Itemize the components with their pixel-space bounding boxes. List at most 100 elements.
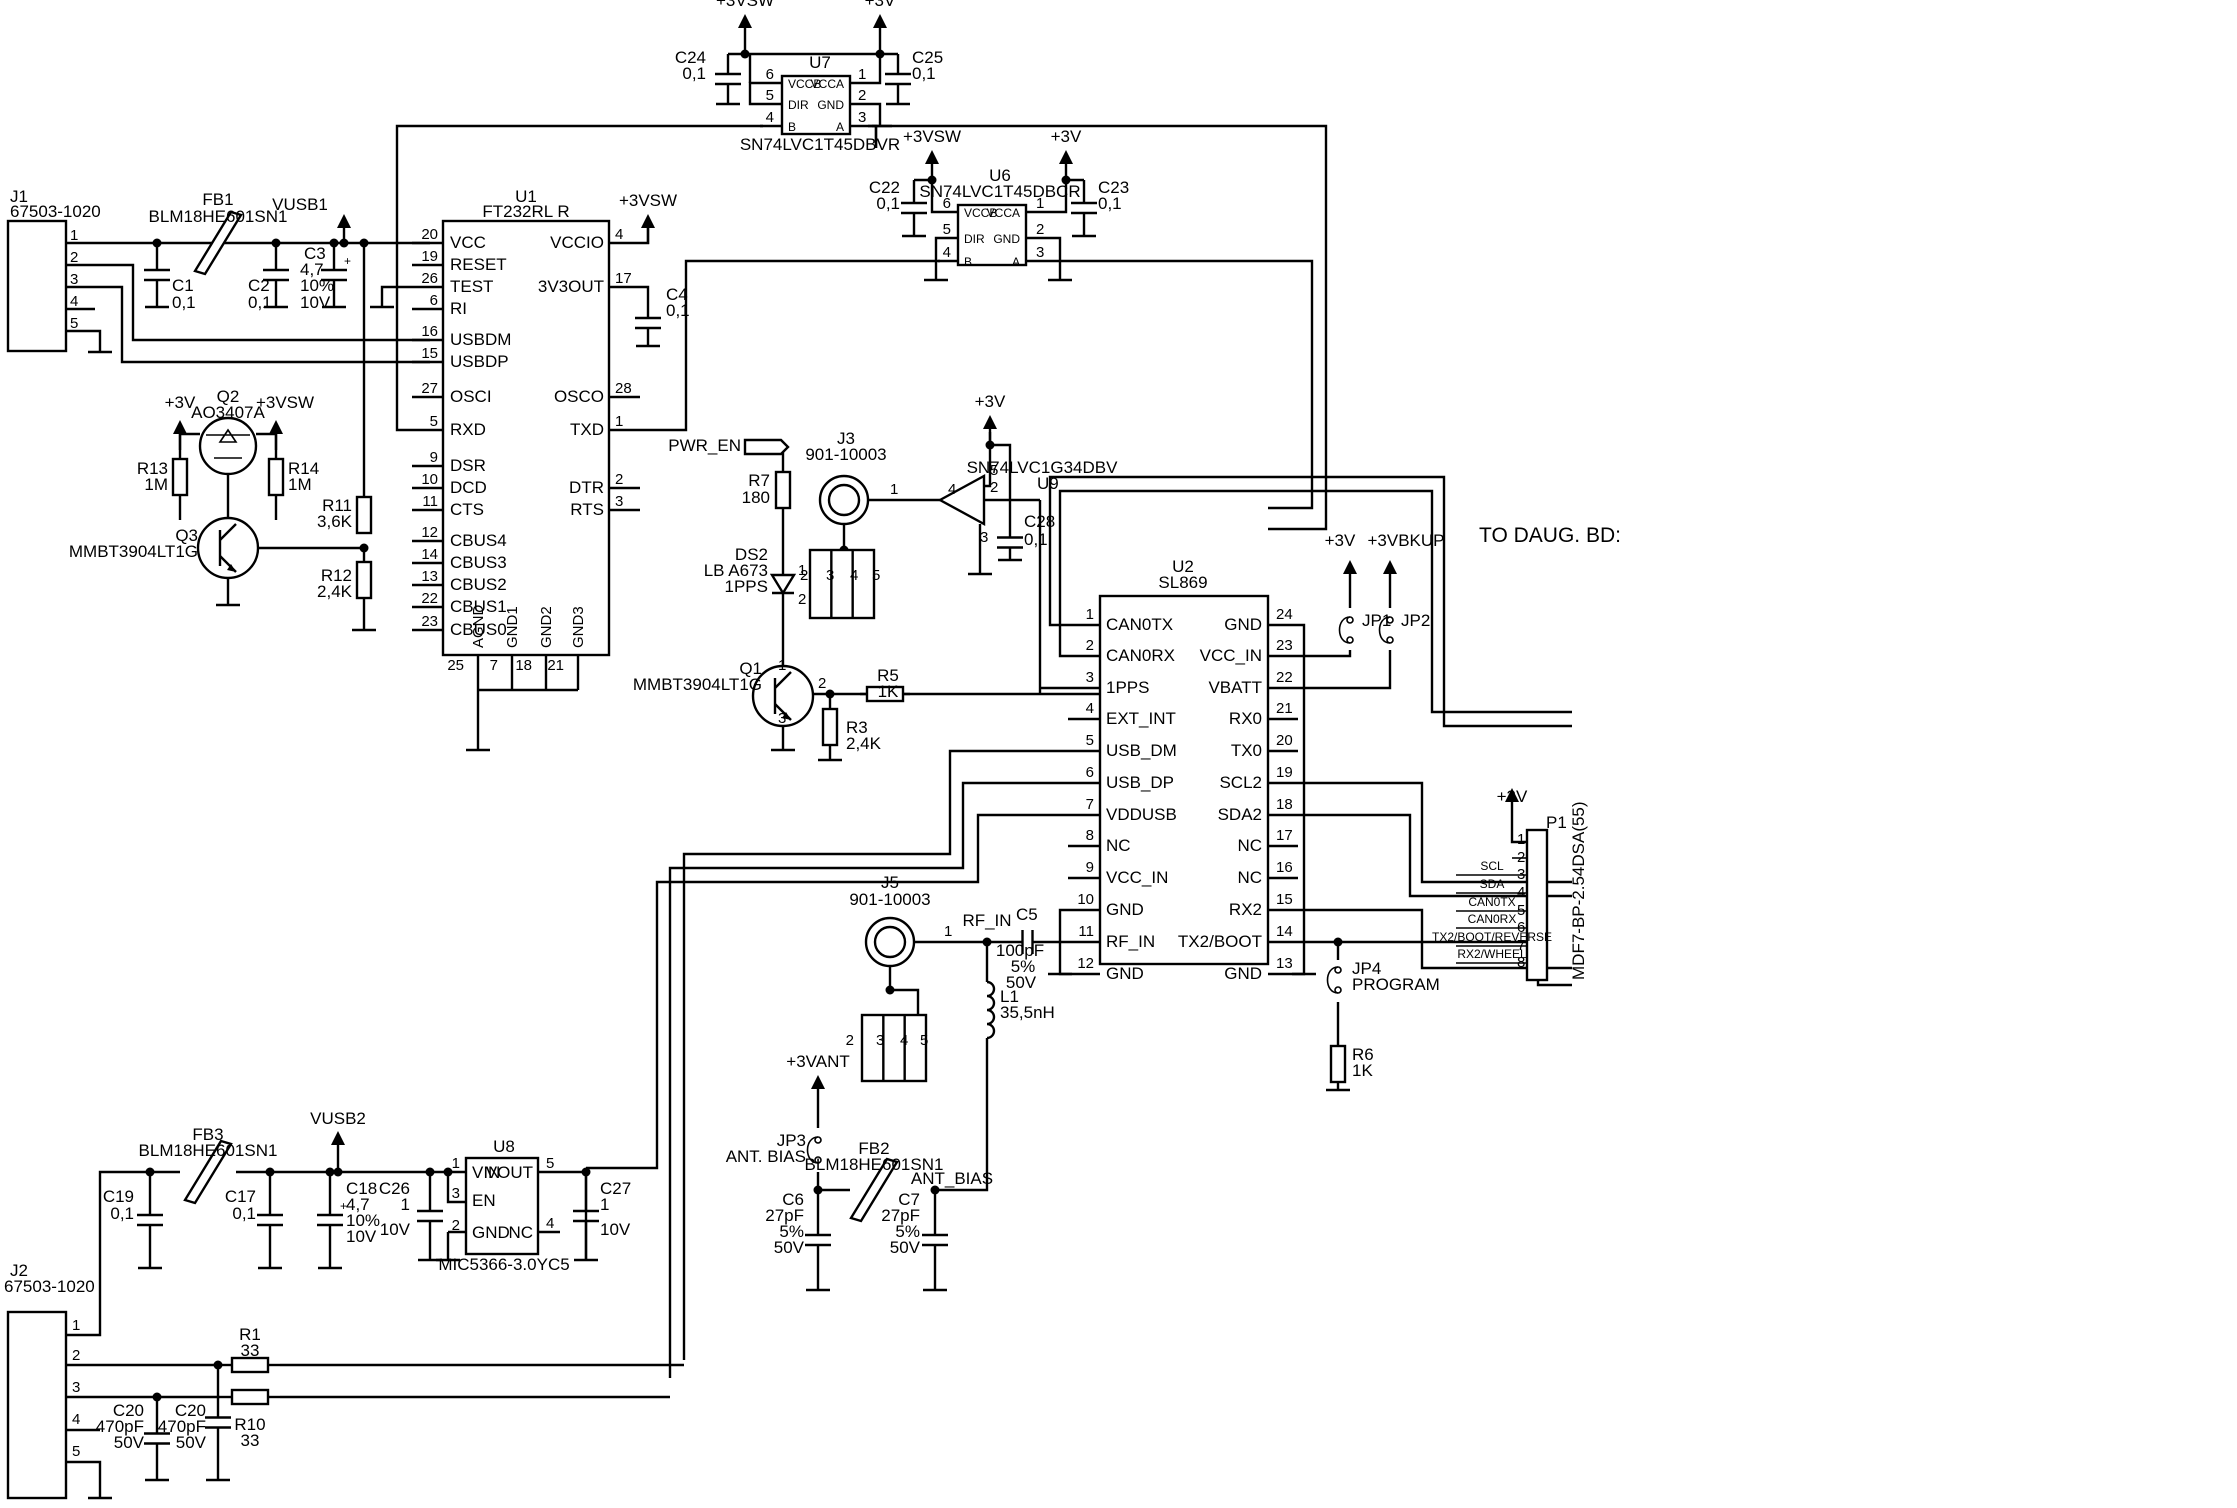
c25-val: 0,1 bbox=[912, 64, 936, 83]
wire bbox=[66, 285, 430, 364]
u1-pin-number: 6 bbox=[430, 292, 438, 309]
wire bbox=[586, 813, 1068, 1170]
wire bbox=[66, 263, 430, 342]
j1-ref: J1 bbox=[10, 187, 28, 206]
jp3-label: ANT. BIAS bbox=[726, 1147, 806, 1166]
u1-pin-number: 21 bbox=[547, 657, 564, 674]
jumper-symbol bbox=[1338, 616, 1354, 644]
u1-pin-name: CTS bbox=[450, 500, 484, 519]
capacitor-symbol bbox=[573, 1172, 599, 1260]
u2-pin-name: RX0 bbox=[1229, 709, 1262, 728]
u1-pin-number: 19 bbox=[421, 248, 438, 265]
pin-number: 3 bbox=[876, 1032, 884, 1049]
u9-part: SN74LVC1G34DBV bbox=[967, 458, 1119, 477]
u6-pin-number: 2 bbox=[1036, 221, 1044, 238]
c7-ref: C7 bbox=[898, 1190, 920, 1209]
c6-val: 27pF bbox=[765, 1206, 804, 1225]
power-arrow-icon bbox=[1059, 150, 1073, 180]
power-rail-label: +3VSW bbox=[903, 127, 961, 146]
resistor-symbol bbox=[1329, 1038, 1347, 1090]
u8-pin-name: VOUT bbox=[486, 1163, 533, 1182]
wire bbox=[682, 749, 1068, 1360]
u7-level-shifter-chip bbox=[780, 74, 852, 136]
junction-dot bbox=[443, 1167, 453, 1177]
u2-pin-number: 5 bbox=[1086, 732, 1094, 749]
u1-pin-name: GND1 bbox=[504, 606, 521, 648]
wire bbox=[380, 285, 412, 307]
capacitor-symbol bbox=[144, 1397, 170, 1480]
u2-pin-name: USB_DM bbox=[1106, 741, 1177, 760]
r10-val: 33 bbox=[241, 1431, 260, 1450]
jp4-ref: JP4 bbox=[1352, 959, 1381, 978]
wire bbox=[930, 180, 938, 214]
pin-number: 5 bbox=[990, 462, 998, 479]
power-arrow-icon bbox=[337, 214, 351, 228]
u1-pin-number: 12 bbox=[421, 524, 438, 541]
c5-val: 100pF bbox=[996, 941, 1044, 960]
power-arrow-icon bbox=[925, 150, 939, 180]
r3-val: 2,4K bbox=[846, 734, 882, 753]
r6-ref: R6 bbox=[1352, 1045, 1374, 1064]
wire bbox=[1298, 813, 1572, 898]
u1-pin-name: RXD bbox=[450, 420, 486, 439]
resistor-symbol bbox=[220, 1356, 280, 1374]
power-arrow-icon bbox=[983, 415, 997, 445]
u2-pin-number: 18 bbox=[1276, 796, 1293, 813]
u1-pin-name: GND2 bbox=[538, 606, 555, 648]
j2-ref: J2 bbox=[10, 1261, 28, 1280]
u2-pin-number: 3 bbox=[1086, 669, 1094, 686]
u1-pin-name: TXD bbox=[570, 420, 604, 439]
u2-pin-name: NC bbox=[1237, 868, 1262, 887]
svg-text:+: + bbox=[340, 1199, 347, 1213]
wire bbox=[66, 1170, 180, 1337]
r12-ref: R12 bbox=[321, 566, 352, 585]
resistor-symbol bbox=[774, 470, 792, 510]
wire bbox=[395, 124, 763, 432]
power-arrow-icon bbox=[331, 1131, 345, 1145]
u2-pin-name: GND bbox=[1106, 964, 1144, 983]
u2-pin-number: 4 bbox=[1086, 700, 1094, 717]
pin-number: 2 bbox=[818, 675, 826, 692]
capacitor-symbol: + bbox=[321, 243, 351, 307]
u1-pin-number: 26 bbox=[421, 270, 438, 287]
p1-signal-label: CAN0TX bbox=[1468, 895, 1515, 909]
u7-ref: U7 bbox=[809, 53, 831, 72]
u2-pin-name: TX2/BOOT bbox=[1178, 932, 1262, 951]
u1-pin-name: USBDM bbox=[450, 330, 511, 349]
u7-pin-number: 6 bbox=[766, 66, 774, 83]
wire bbox=[256, 432, 278, 462]
c3-volt: 10V bbox=[300, 293, 331, 312]
c6-volt: 50V bbox=[774, 1238, 805, 1257]
power-rail-label: +3V bbox=[1497, 787, 1528, 806]
wire bbox=[1298, 650, 1392, 690]
r1-ref: R1 bbox=[239, 1325, 261, 1344]
u1-pin-name: USBDP bbox=[450, 352, 509, 371]
l1-ref: L1 bbox=[1000, 987, 1019, 1006]
u8-pin-number: 1 bbox=[452, 1155, 460, 1172]
u2-sl869-gnss-module bbox=[1098, 594, 1270, 966]
u1-pin-name: CBUS0 bbox=[450, 620, 507, 639]
u6-pin-name: VCCA bbox=[987, 206, 1020, 220]
u2-pin-number: 16 bbox=[1276, 859, 1293, 876]
power-arrow-icon bbox=[1343, 560, 1357, 590]
wire bbox=[888, 966, 920, 1015]
p1-pin-number: 1 bbox=[1517, 831, 1525, 848]
junction-dot bbox=[740, 49, 750, 59]
u2-pin-number: 13 bbox=[1276, 955, 1293, 972]
pin-number: 4 bbox=[72, 1411, 80, 1428]
power-arrow-icon bbox=[173, 420, 187, 450]
j1-part: 67503-1020 bbox=[10, 202, 101, 221]
u2-pin-number: 9 bbox=[1086, 859, 1094, 876]
power-rail-label: VUSB1 bbox=[272, 195, 328, 214]
j2-part: 67503-1020 bbox=[4, 1277, 95, 1296]
c25-ref: C25 bbox=[912, 48, 943, 67]
u1-pin-number: 9 bbox=[430, 449, 438, 466]
p1-pin-number: 8 bbox=[1517, 954, 1525, 971]
u1-pin-name: RI bbox=[450, 299, 467, 318]
c28-ref: C28 bbox=[1024, 512, 1055, 531]
wire bbox=[984, 432, 992, 488]
capacitor-symbol bbox=[417, 1172, 443, 1260]
power-rail-label: +3V bbox=[1051, 127, 1082, 146]
pin-number: 5 bbox=[72, 1443, 80, 1460]
p1-signal-label: SCL bbox=[1480, 859, 1504, 873]
